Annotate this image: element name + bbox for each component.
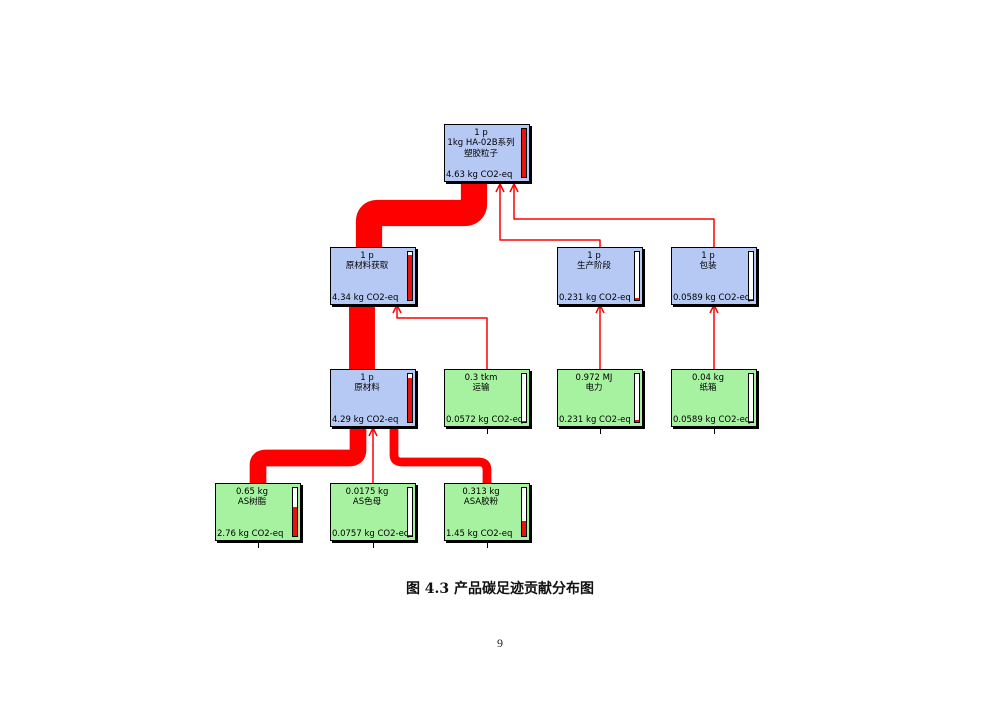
- node-amount: 0.65 kg: [236, 487, 268, 497]
- impact-bar-fill: [408, 377, 412, 422]
- node-amount: 0.0175 kg: [345, 487, 389, 497]
- node-value: 0.0757 kg CO2-eq: [332, 529, 410, 539]
- node-tick: [258, 542, 259, 548]
- node-amount: 0.972 MJ: [575, 373, 613, 383]
- node-electricity[interactable]: 0.972 MJ 电力 0.231 kg CO2-eq: [557, 369, 643, 427]
- node-value: 0.231 kg CO2-eq: [559, 415, 631, 425]
- impact-bar-fill: [522, 420, 526, 422]
- node-raw-materials[interactable]: 1 p 原材料 4.29 kg CO2-eq: [330, 369, 416, 427]
- node-value: 0.0589 kg CO2-eq: [673, 415, 751, 425]
- impact-bar: [407, 251, 413, 301]
- node-name: AS色母: [352, 497, 382, 507]
- flow-arrowhead: [509, 183, 519, 193]
- node-name: 1kg HA-02B系列塑胶粒子: [447, 138, 515, 159]
- node-amount: 0.04 kg: [692, 373, 724, 383]
- node-name: 电力: [585, 383, 603, 393]
- flow-as-resin: [249, 428, 367, 483]
- node-value: 2.76 kg CO2-eq: [217, 529, 284, 539]
- node-tick: [487, 542, 488, 548]
- node-value: 0.0589 kg CO2-eq: [673, 293, 751, 303]
- impact-bar-fill: [293, 507, 297, 536]
- node-value: 4.34 kg CO2-eq: [332, 293, 399, 303]
- impact-bar: [748, 251, 754, 301]
- flow-raw-stage: [355, 182, 488, 247]
- flow-pack-stage: [513, 184, 715, 247]
- page-number: 9: [497, 636, 503, 650]
- flow-arrowhead: [495, 183, 505, 193]
- node-name: 生产阶段: [576, 261, 611, 271]
- impact-bar: [634, 373, 640, 423]
- impact-bar: [634, 251, 640, 301]
- node-name: AS树脂: [237, 497, 267, 507]
- impact-bar-fill: [749, 298, 753, 300]
- node-tick: [714, 428, 715, 434]
- node-tick: [487, 428, 488, 434]
- flow-arrowhead: [368, 427, 378, 437]
- impact-bar-fill: [635, 297, 639, 300]
- node-amount: 1 p: [474, 128, 488, 138]
- flow-prod-stage: [499, 184, 601, 247]
- node-amount: 0.3 tkm: [464, 373, 498, 383]
- flow-asa-powder: [389, 428, 492, 483]
- impact-bar: [407, 487, 413, 537]
- flow-transport: [396, 305, 488, 369]
- impact-bar-fill: [408, 534, 412, 536]
- node-name: 运输: [472, 383, 490, 393]
- node-value: 4.29 kg CO2-eq: [332, 415, 399, 425]
- node-production-stage[interactable]: 1 p 生产阶段 0.231 kg CO2-eq: [557, 247, 643, 305]
- node-as-color-masterbatch[interactable]: 0.0175 kg AS色母 0.0757 kg CO2-eq: [330, 483, 416, 541]
- node-value: 4.63 kg CO2-eq: [446, 170, 513, 180]
- impact-bar: [521, 128, 527, 178]
- impact-bar-fill: [522, 129, 526, 177]
- figure-caption: 图 4.3 产品碳足迹贡献分布图: [405, 581, 595, 597]
- node-tick: [373, 542, 374, 548]
- node-name: ASA胶粉: [463, 497, 499, 507]
- node-carton[interactable]: 0.04 kg 纸箱 0.0589 kg CO2-eq: [671, 369, 757, 427]
- flow-arrowhead: [595, 304, 605, 314]
- flow-arrowhead: [392, 304, 402, 314]
- impact-bar: [407, 373, 413, 423]
- node-amount: 0.313 kg: [462, 487, 500, 497]
- node-name: 原材料: [354, 383, 380, 393]
- flow-arrowhead: [709, 304, 719, 314]
- impact-bar-fill: [522, 520, 526, 536]
- node-value: 0.231 kg CO2-eq: [559, 293, 631, 303]
- node-value: 0.0572 kg CO2-eq: [446, 415, 524, 425]
- impact-bar: [521, 373, 527, 423]
- node-amount: 1 p: [360, 373, 374, 383]
- node-as-resin[interactable]: 0.65 kg AS树脂 2.76 kg CO2-eq: [215, 483, 301, 541]
- node-name: 包装: [699, 261, 717, 271]
- node-value: 1.45 kg CO2-eq: [446, 529, 513, 539]
- impact-bar: [748, 373, 754, 423]
- node-amount: 1 p: [587, 251, 601, 261]
- impact-bar-fill: [635, 419, 639, 422]
- node-name: 原材料获取: [345, 261, 389, 271]
- node-packaging-stage[interactable]: 1 p 包装 0.0589 kg CO2-eq: [671, 247, 757, 305]
- node-name: 纸箱: [699, 383, 717, 393]
- node-amount: 1 p: [360, 251, 374, 261]
- node-tick: [600, 428, 601, 434]
- impact-bar-fill: [408, 255, 412, 300]
- impact-bar: [521, 487, 527, 537]
- node-asa-rubber-powder[interactable]: 0.313 kg ASA胶粉 1.45 kg CO2-eq: [444, 483, 530, 541]
- impact-bar: [292, 487, 298, 537]
- impact-bar-fill: [749, 420, 753, 422]
- node-raw-material-acquisition[interactable]: 1 p 原材料获取 4.34 kg CO2-eq: [330, 247, 416, 305]
- node-transport[interactable]: 0.3 tkm 运输 0.0572 kg CO2-eq: [444, 369, 530, 427]
- node-amount: 1 p: [701, 251, 715, 261]
- node-root-product[interactable]: 1 p 1kg HA-02B系列塑胶粒子 4.63 kg CO2-eq: [444, 124, 530, 182]
